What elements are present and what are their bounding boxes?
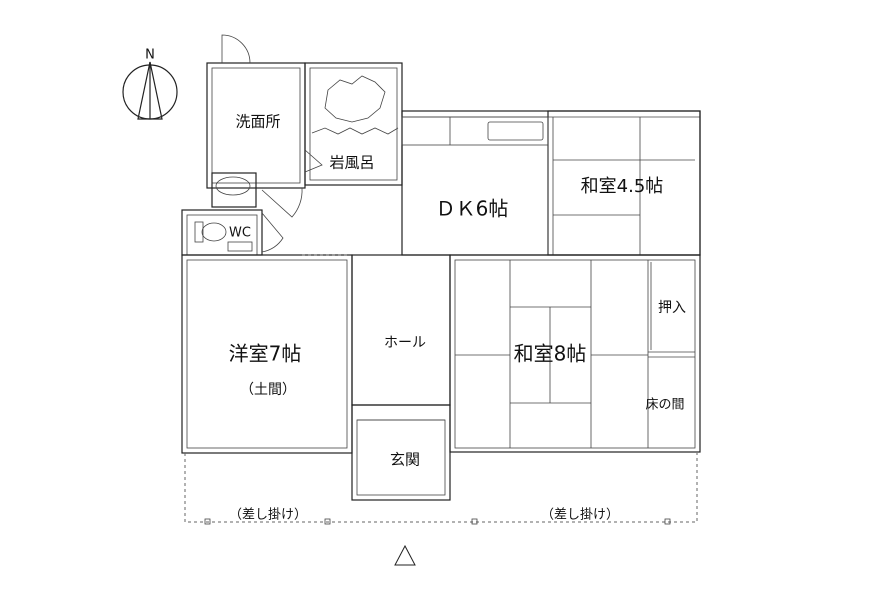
room-label-wc: WC <box>229 226 251 241</box>
room-label-dk: ＤＫ6帖 <box>436 197 509 221</box>
room-label-senmenjo: 洗面所 <box>235 113 280 131</box>
entrance-triangle-icon <box>394 544 416 566</box>
room-label-washitsu-8: 和室8帖 <box>514 342 587 366</box>
room-label-hall: ホール <box>384 335 426 351</box>
room-label-yoshitsu: 洋室7帖 <box>229 342 302 366</box>
room-label-iwaburo: 岩風呂 <box>329 154 374 172</box>
walls <box>181 34 701 501</box>
room-label-doma: （土間） <box>240 382 296 398</box>
room-label-genkan: 玄関 <box>390 451 420 469</box>
room-label-tokonoma: 床の間 <box>645 398 684 413</box>
room-label-sashikake-left: （差し掛け） <box>229 508 307 523</box>
rock-bath-icon <box>311 75 399 135</box>
sashikake-outline <box>184 453 698 525</box>
north-compass-icon <box>122 61 178 120</box>
room-label-washitsu-4-5: 和室4.5帖 <box>581 176 664 197</box>
north-label: N <box>145 48 155 63</box>
room-label-sashikake-right: （差し掛け） <box>541 508 619 523</box>
room-label-oshiire: 押入 <box>658 300 686 316</box>
